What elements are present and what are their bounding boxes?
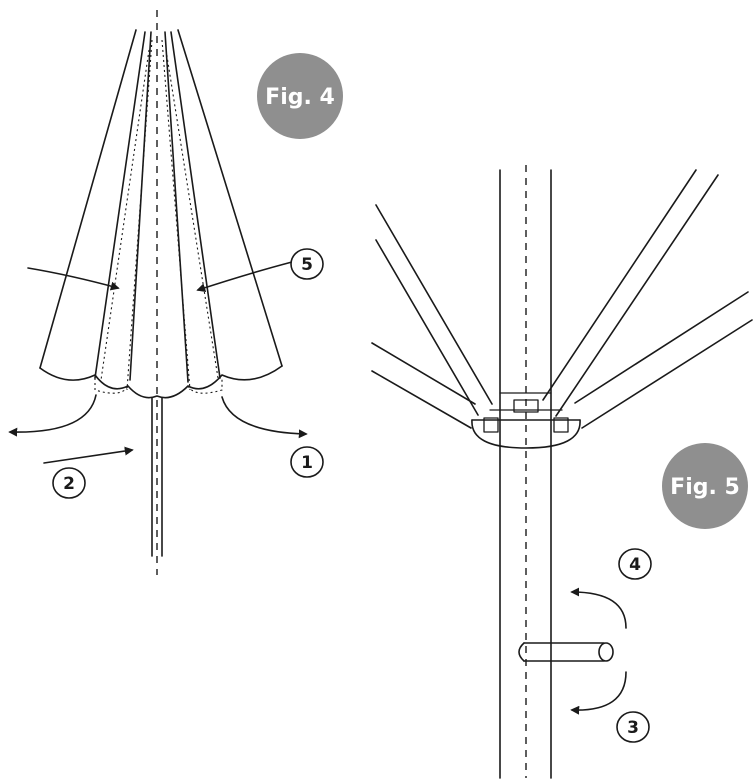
- fig4-badge-circle: [257, 53, 343, 139]
- fig5-rib-right-lower: [581, 319, 753, 429]
- fig5-hub-bottom: [471, 419, 581, 449]
- fig4-hem-inner: [94, 378, 223, 394]
- fig5-badge: Fig. 5: [662, 443, 748, 529]
- fig5-arrow-rotate-up: [570, 587, 627, 629]
- fig4-panel-fold: [170, 31, 221, 379]
- step-1-label: 1: [301, 453, 313, 473]
- step-4-circle: [618, 548, 652, 580]
- fig5-arrow-rotate-down: [570, 671, 627, 715]
- step-marker-5: 5: [290, 248, 324, 280]
- step-5-circle: [290, 248, 324, 280]
- fig4-rib-dotted: [100, 49, 150, 381]
- fig4-panel-fold: [164, 31, 189, 383]
- fig4-panel-fold: [94, 31, 146, 379]
- fig4-arrow-spread-right: [221, 396, 308, 439]
- step-1-circle: [290, 446, 324, 478]
- fig4-rib-dotted: [165, 49, 219, 379]
- fig4-badge-label: Fig. 4: [265, 85, 335, 110]
- step-marker-3: 3: [616, 711, 650, 743]
- fig5-frame: [371, 165, 753, 779]
- fig4-canopy-edge-right: [177, 29, 283, 367]
- fig4-umbrella: [8, 10, 308, 575]
- fig5-hub-socket: [483, 417, 499, 433]
- fig5-pin-shaft: [523, 642, 605, 662]
- fig5-pin-head: [598, 642, 614, 662]
- fig5-rib-left-upper: [375, 239, 479, 416]
- fig5-rib-left-upper: [375, 204, 493, 405]
- step-marker-1: 1: [290, 446, 324, 478]
- fig5-badge-circle: [662, 443, 748, 529]
- fig4-arrow-spread-left: [8, 394, 97, 437]
- fig4-arrow-fold-left: [27, 267, 120, 291]
- fig5-rib-right-upper: [555, 174, 719, 417]
- step-4-label: 4: [629, 555, 641, 575]
- step-marker-2: 2: [52, 467, 86, 499]
- fig5-hub-collar: [489, 392, 563, 411]
- step-5-label: 5: [301, 255, 313, 275]
- fig4-canopy-edge-left: [39, 29, 137, 369]
- fig5-locking-pin: [518, 642, 614, 662]
- fig5-rib-left-lower: [371, 342, 476, 405]
- fig4-arrow-push: [43, 446, 134, 464]
- fig5-rib-right-upper: [542, 169, 697, 401]
- fig5-badge-label: Fig. 5: [670, 475, 740, 500]
- fig4-arrow-fold-right: [196, 261, 293, 293]
- step-3-label: 3: [627, 718, 639, 738]
- fig4-badge: Fig. 4: [257, 53, 343, 139]
- step-marker-4: 4: [618, 548, 652, 580]
- fig4-rib-dotted: [126, 39, 153, 391]
- fig4-canopy-hem: [39, 365, 283, 399]
- fig5-rib-right-lower: [574, 291, 749, 404]
- fig5-pin-tip: [518, 642, 525, 662]
- fig5-rib-left-lower: [371, 370, 472, 429]
- step-3-circle: [616, 711, 650, 743]
- fig5-hub-slot: [513, 399, 539, 413]
- step-2-circle: [52, 467, 86, 499]
- step-2-label: 2: [63, 474, 75, 494]
- fig4-rib-dotted: [161, 39, 191, 391]
- fig5-hub-socket: [553, 417, 569, 433]
